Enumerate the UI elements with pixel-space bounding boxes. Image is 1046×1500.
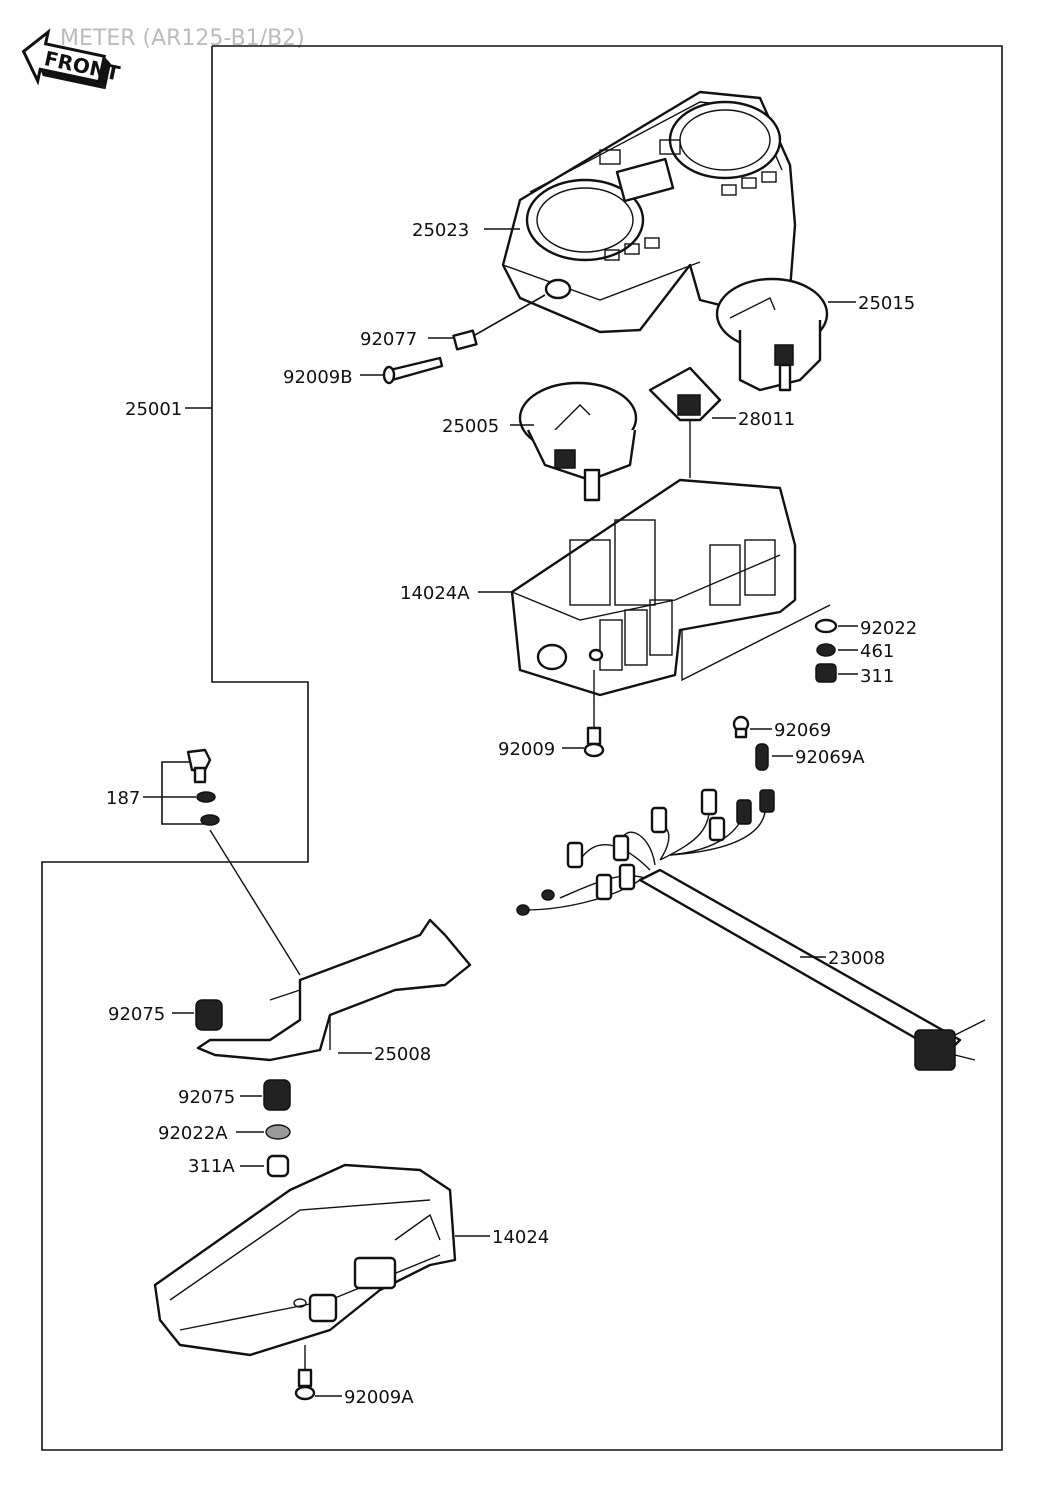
label-25008: 25008 bbox=[374, 1044, 431, 1065]
label-187: 187 bbox=[106, 788, 140, 809]
grommet-92075-top bbox=[195, 999, 223, 1031]
label-92022A: 92022A bbox=[158, 1123, 228, 1144]
label-92009: 92009 bbox=[498, 739, 555, 760]
lower-cover-14024 bbox=[153, 1163, 457, 1357]
washer-461 bbox=[816, 643, 836, 657]
label-92009B: 92009B bbox=[283, 367, 353, 388]
screw-92009A bbox=[294, 1345, 316, 1401]
label-92077: 92077 bbox=[360, 329, 417, 350]
label-28011: 28011 bbox=[738, 409, 795, 430]
meter-bushing-92077 bbox=[452, 294, 546, 351]
label-92069A: 92069A bbox=[795, 747, 865, 768]
speedometer-25005 bbox=[518, 381, 638, 502]
nut-311A bbox=[266, 1154, 290, 1178]
label-25023: 25023 bbox=[412, 220, 469, 241]
bulb-92069 bbox=[732, 715, 750, 739]
label-25005: 25005 bbox=[442, 416, 499, 437]
grommet-92075-bottom bbox=[263, 1079, 291, 1111]
label-14024: 14024 bbox=[492, 1227, 549, 1248]
diagram-header: METER (AR125-B1/B2) bbox=[60, 26, 305, 51]
screw-set-187 bbox=[161, 748, 301, 976]
screw-92009B bbox=[382, 356, 444, 385]
label-25015: 25015 bbox=[858, 293, 915, 314]
label-311A: 311A bbox=[188, 1156, 235, 1177]
nut-311 bbox=[815, 663, 837, 683]
assembly-frame bbox=[41, 45, 1003, 1451]
inner-housing-14024A bbox=[510, 478, 831, 697]
label-92022: 92022 bbox=[860, 618, 917, 639]
label-92075-top: 92075 bbox=[108, 1004, 165, 1025]
washer-92022A bbox=[265, 1124, 291, 1140]
label-14024A: 14024A bbox=[400, 583, 470, 604]
label-311: 311 bbox=[860, 666, 894, 687]
label-23008: 23008 bbox=[828, 948, 885, 969]
screw-92009 bbox=[583, 670, 605, 758]
label-92075-bottom: 92075 bbox=[178, 1087, 235, 1108]
label-92009A: 92009A bbox=[344, 1387, 414, 1408]
label-92069: 92069 bbox=[774, 720, 831, 741]
wire-harness-23008 bbox=[516, 788, 986, 1071]
label-25001: 25001 bbox=[125, 399, 182, 420]
meter-bracket-25008 bbox=[196, 918, 472, 1062]
washer-92022 bbox=[814, 618, 838, 634]
bulb-92069A bbox=[755, 743, 769, 771]
tachometer-25015 bbox=[715, 277, 829, 392]
indicator-28011 bbox=[648, 366, 722, 478]
upper-meter-case bbox=[501, 90, 797, 334]
label-461: 461 bbox=[860, 641, 894, 662]
